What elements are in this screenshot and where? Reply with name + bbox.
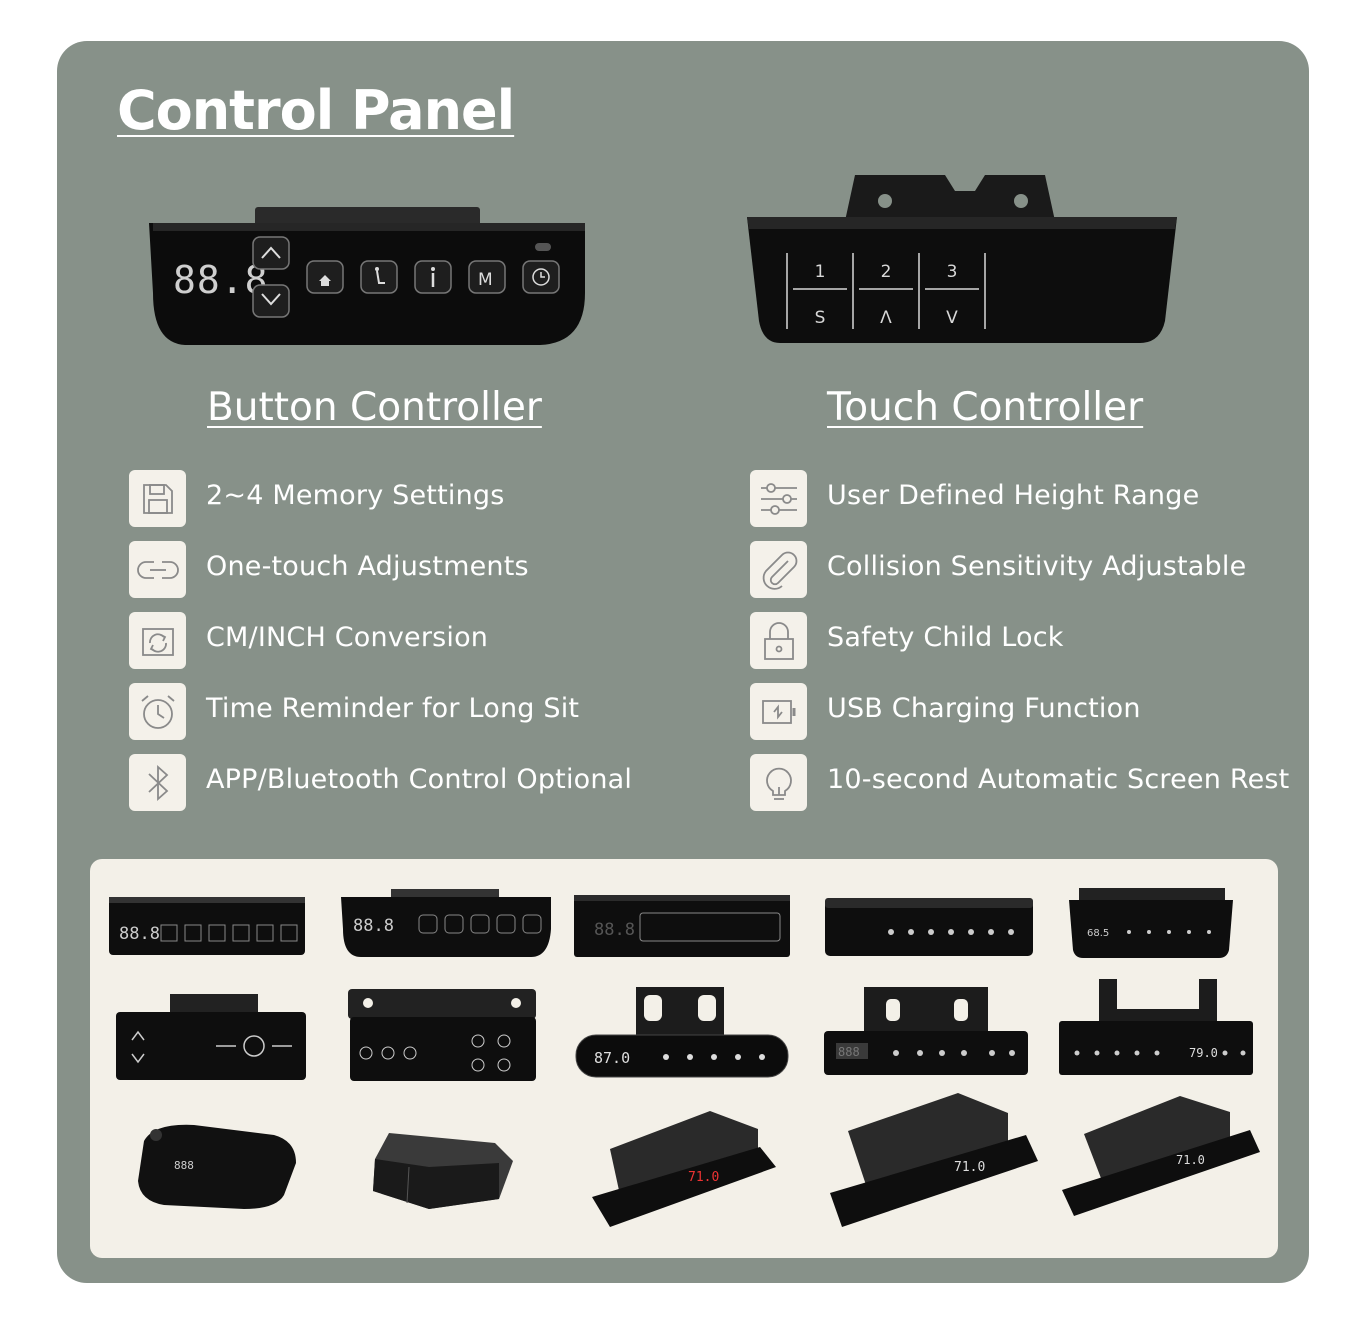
controller-thumbnail-4 (825, 898, 1035, 958)
feature-label: CM/INCH Conversion (206, 622, 489, 653)
touch-controller-image: 1 2 3 S Λ V (745, 171, 1181, 351)
thumb-display: 71.0 (1176, 1153, 1205, 1167)
feature-label: One-touch Adjustments (206, 551, 529, 582)
alarm-clock-icon (129, 683, 186, 740)
thumb-display: 888 (174, 1159, 194, 1172)
floppy-disk-icon (129, 470, 186, 527)
feature-label: Safety Child Lock (827, 622, 1064, 653)
controller-thumbnail-13: 71.0 (590, 1109, 778, 1231)
touch-key-down: V (946, 308, 958, 328)
charging-icon (750, 683, 807, 740)
thumb-display: 88.8 (594, 920, 635, 940)
paperclip-icon (750, 541, 807, 598)
feature-label: Time Reminder for Long Sit (206, 693, 580, 724)
controller-thumbnail-5: 68.5 (1069, 888, 1235, 960)
thumb-display: 71.0 (688, 1170, 719, 1185)
bluetooth-icon (129, 754, 186, 811)
button-controller-title: Button Controller (207, 385, 542, 430)
touch-key-3: 3 (947, 262, 958, 282)
controller-thumbnail-7 (348, 989, 538, 1083)
button-controller-display: 88.8 (173, 258, 269, 302)
touch-key-2: 2 (881, 262, 892, 282)
feature-label: 10-second Automatic Screen Rest (827, 764, 1290, 795)
controller-thumbnail-14: 71.0 (828, 1091, 1040, 1231)
feature-label: Collision Sensitivity Adjustable (827, 551, 1247, 582)
control-panel-card: Control Panel 88.8 M (57, 41, 1309, 1283)
feature-label: User Defined Height Range (827, 480, 1200, 511)
controller-thumbnail-1: 88.8 (109, 897, 307, 957)
controller-thumbnail-9: 888 (824, 985, 1030, 1077)
touch-key-up: Λ (880, 308, 892, 328)
button-controller-image: 88.8 M (145, 203, 591, 353)
controller-thumbnail-8: 87.0 (574, 985, 790, 1081)
controller-thumbnail-12 (369, 1129, 515, 1211)
thumb-display: 68.5 (1087, 928, 1109, 939)
thumb-display: 888 (838, 1045, 860, 1059)
controller-thumbnail-10: 79.0 (1059, 977, 1255, 1077)
thumb-display: 71.0 (954, 1160, 985, 1175)
controller-thumbnail-3: 88.8 (574, 895, 792, 959)
feature-label: APP/Bluetooth Control Optional (206, 764, 633, 795)
convert-icon (129, 612, 186, 669)
controller-gallery: 88.8 88.8 88.8 (90, 859, 1278, 1258)
padlock-icon (750, 612, 807, 669)
touch-controller-title: Touch Controller (827, 385, 1144, 430)
lightbulb-icon (750, 754, 807, 811)
controller-thumbnail-15: 71.0 (1060, 1094, 1262, 1218)
thumb-display: 88.8 (119, 924, 160, 944)
page-title: Control Panel (117, 79, 515, 142)
thumb-display: 88.8 (353, 916, 394, 936)
link-icon (129, 541, 186, 598)
sliders-icon (750, 470, 807, 527)
controller-thumbnail-2: 88.8 (341, 889, 553, 959)
touch-key-s: S (815, 308, 826, 328)
feature-label: 2~4 Memory Settings (206, 480, 505, 511)
feature-label: USB Charging Function (827, 693, 1141, 724)
svg-text:M: M (478, 270, 493, 290)
thumb-display: 87.0 (594, 1049, 630, 1067)
touch-key-1: 1 (815, 262, 826, 282)
thumb-display: 79.0 (1189, 1046, 1218, 1060)
controller-thumbnail-6 (116, 994, 308, 1084)
controller-thumbnail-11: 888 (134, 1121, 300, 1211)
